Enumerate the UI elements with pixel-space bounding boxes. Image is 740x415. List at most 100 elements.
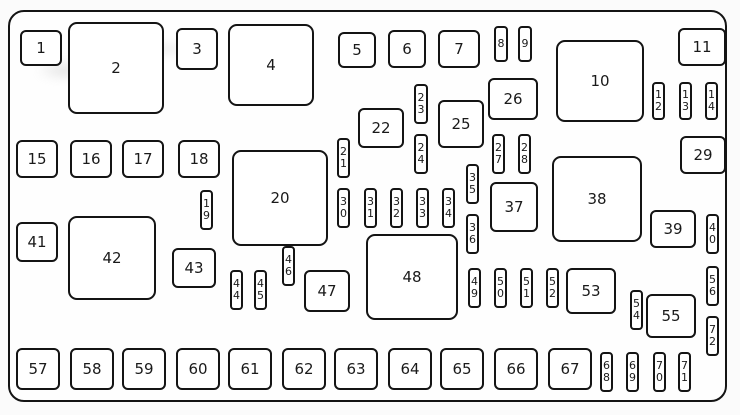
fuse-label-char: 0 (497, 287, 504, 300)
fuse-label-char: 2 (495, 141, 502, 155)
fuse-box-58: 58 (70, 348, 114, 390)
fuse-box-25: 25 (438, 100, 484, 148)
fuse-label-char: 8 (497, 37, 505, 51)
fuse-box-41: 41 (16, 222, 58, 262)
fuse-label-char: 5 (523, 275, 530, 289)
fuse-label-char: 5 (709, 273, 716, 287)
fuse-box-42: 42 (68, 216, 156, 300)
fuse-box-22: 22 (358, 108, 404, 148)
fuse-label-char: 0 (340, 207, 347, 220)
fuse-label-char: 1 (681, 371, 688, 384)
fuse-label-char: 9 (521, 37, 529, 51)
fuse-label-char: 4 (633, 309, 640, 322)
fuse-label-char: 6 (285, 265, 292, 278)
fuse-label-char: 7 (709, 323, 716, 337)
fuse-box-57: 57 (16, 348, 60, 390)
fuse-box-48: 48 (366, 234, 458, 320)
fuse-box-15: 15 (16, 140, 58, 178)
fuse-label-char: 7 (656, 359, 663, 373)
fuse-label-char: 0 (656, 371, 663, 384)
fuse-label-char: 3 (682, 100, 689, 113)
fuse-label-char: 1 (708, 88, 715, 102)
fuse-label-char: 4 (445, 207, 452, 220)
fuse-label-char: 1 (367, 207, 374, 220)
fuse-label-char: 4 (471, 275, 478, 289)
fuse-box-2: 2 (68, 22, 164, 114)
fuse-box-38: 38 (552, 156, 642, 242)
fuse-box-60: 60 (176, 348, 220, 390)
fuse-label-char: 8 (603, 371, 610, 384)
fuse-box-62: 62 (282, 348, 326, 390)
fuse-box-64: 64 (388, 348, 432, 390)
fuse-label-char: 1 (203, 197, 210, 211)
fuse-label-char: 2 (709, 335, 716, 348)
fuse-label-char: 5 (633, 297, 640, 311)
fuse-label-char: 2 (417, 91, 425, 105)
fuse-label-char: 0 (709, 233, 716, 246)
fuse-box-26: 26 (488, 78, 538, 120)
fuse-label-char: 3 (393, 195, 400, 209)
fuse-label-char: 5 (549, 275, 556, 289)
fuse-label-char: 3 (419, 195, 426, 209)
fuse-box-53: 53 (566, 268, 616, 314)
fuse-label-char: 3 (367, 195, 374, 209)
fuse-label-char: 3 (340, 195, 347, 209)
fuse-box-4: 4 (228, 24, 314, 106)
fuse-box-1: 1 (20, 30, 62, 66)
fuse-box-67: 67 (548, 348, 592, 390)
fuse-label-char: 3 (469, 221, 476, 235)
fuse-label-char: 4 (708, 100, 715, 113)
fuse-box-59: 59 (122, 348, 166, 390)
fuse-label-char: 7 (495, 153, 502, 166)
fuse-label-char: 6 (629, 359, 636, 373)
fuse-label-char: 3 (445, 195, 452, 209)
fuse-box-47: 47 (304, 270, 350, 312)
fuse-label-char: 1 (682, 88, 689, 102)
fuse-label-char: 2 (340, 145, 347, 159)
fuse-box-55: 55 (646, 294, 696, 338)
fuse-box-61: 61 (228, 348, 272, 390)
fuse-box-39: 39 (650, 210, 696, 248)
fuse-box-18: 18 (178, 140, 220, 178)
fuse-label-char: 5 (257, 289, 264, 302)
fuse-label-char: 2 (549, 287, 556, 300)
fuse-box-37: 37 (490, 182, 538, 232)
fuse-label-char: 2 (417, 141, 425, 155)
fuse-label-char: 5 (497, 275, 504, 289)
fuse-label-char: 1 (340, 157, 347, 170)
fuse-label-char: 9 (629, 371, 636, 384)
fuse-label-char: 1 (523, 287, 530, 300)
fuse-label-char: 4 (417, 153, 425, 166)
fuse-box-7: 7 (438, 30, 480, 68)
fuse-label-char: 4 (285, 253, 292, 267)
fuse-label-char: 5 (469, 183, 476, 196)
fuse-box-20: 20 (232, 150, 328, 246)
fuse-label-char: 4 (233, 277, 240, 291)
fuse-box-29: 29 (680, 136, 726, 174)
fuse-label-char: 7 (681, 359, 688, 373)
